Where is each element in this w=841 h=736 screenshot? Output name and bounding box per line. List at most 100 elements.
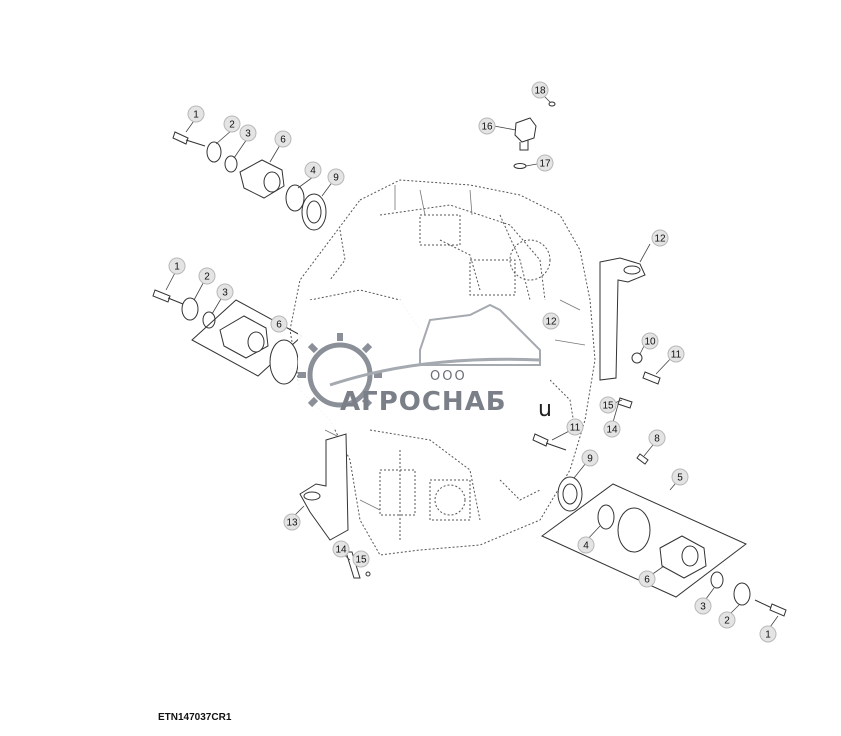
callout-bubble [638,570,656,588]
callout-bubble [641,332,659,350]
callout-6: 6 [274,130,292,148]
callout-label: 6 [280,135,286,146]
callout-bubble [352,550,370,568]
callout-label: 13 [286,518,298,529]
callout-bubble [536,154,554,172]
callout-11: 11 [667,345,685,363]
callout-5: 5 [671,468,689,486]
callout-4: 4 [577,536,595,554]
callout-12: 12 [542,312,560,330]
callout-bubble [283,513,301,531]
callout-2: 2 [223,115,241,133]
callout-bubble [531,81,549,99]
callout-14: 14 [603,420,621,438]
callout-11: 11 [566,418,584,436]
callout-bubble [327,168,345,186]
callout-1: 1 [168,257,186,275]
callout-label: 3 [222,288,228,299]
callout-bubble [667,345,685,363]
callout-label: 1 [765,630,771,641]
callout-bubble [671,468,689,486]
callout-label: 17 [539,159,551,170]
callout-bubble [603,420,621,438]
harvester-swoosh [329,357,541,387]
callout-label: 9 [587,454,593,465]
callout-1: 1 [759,625,777,643]
callout-label: 10 [644,337,656,348]
callout-bubble [648,429,666,447]
callout-bubble [332,540,350,558]
callout-bubble [478,117,496,135]
callout-label: 2 [204,272,210,283]
left-bracket [299,433,371,579]
callout-label: 18 [534,86,546,97]
callout-bubble [542,312,560,330]
callout-18: 18 [531,81,549,99]
callout-bubble [759,625,777,643]
callout-bubble [270,315,288,333]
callout-label: 4 [310,166,316,177]
callout-label: 3 [700,602,706,613]
callout-bubble [274,130,292,148]
callout-bubble [718,611,736,629]
watermark-brand: АГРОСНАБ [340,387,507,417]
callout-bubble [694,597,712,615]
callout-3: 3 [239,124,257,142]
callout-label: 12 [654,234,666,245]
callout-label: 14 [335,545,347,556]
callout-9: 9 [327,168,345,186]
callout-9: 9 [581,449,599,467]
callout-2: 2 [718,611,736,629]
callout-3: 3 [216,283,234,301]
watermark-logo: ООО АГРОСНАБ u [298,300,552,428]
callout-bubble [581,449,599,467]
callout-1: 1 [187,105,205,123]
callout-12: 12 [651,229,669,247]
callout-label: 4 [583,541,589,552]
callout-label: 15 [355,555,367,566]
callout-label: 9 [333,173,339,184]
callout-label: 8 [654,434,660,445]
callout-bubble [577,536,595,554]
callout-2: 2 [198,267,216,285]
callout-label: 1 [174,262,180,273]
callout-label: 6 [644,575,650,586]
callout-13: 13 [283,513,301,531]
middle-flange-group [152,289,303,385]
watermark-suffix: u [538,397,552,422]
callout-bubble [187,105,205,123]
callout-label: 2 [229,120,235,131]
callout-bubble [223,115,241,133]
small-fasteners [532,433,649,465]
lower-flange-group [541,476,787,617]
callout-14: 14 [332,540,350,558]
callout-8: 8 [648,429,666,447]
callout-label: 11 [671,350,682,361]
right-bracket [599,257,661,409]
reference-code: ETN147037CR1 [158,712,232,723]
callout-label: 2 [724,616,730,627]
callout-bubble [198,267,216,285]
callout-bubble [239,124,257,142]
callout-6: 6 [638,570,656,588]
callout-label: 16 [481,122,493,133]
callout-bubble [168,257,186,275]
callout-label: 14 [606,425,618,436]
callout-4: 4 [304,161,322,179]
callout-label: 15 [602,401,614,412]
callout-17: 17 [536,154,554,172]
callout-bubble [216,283,234,301]
callout-bubble [599,396,617,414]
callout-10: 10 [641,332,659,350]
harvester-icon [419,303,541,366]
callout-label: 12 [545,317,557,328]
callout-6: 6 [270,315,288,333]
callout-bubble [566,418,584,436]
callout-label: 6 [276,320,282,331]
callout-15: 15 [352,550,370,568]
callout-15: 15 [599,396,617,414]
callout-bubble [651,229,669,247]
